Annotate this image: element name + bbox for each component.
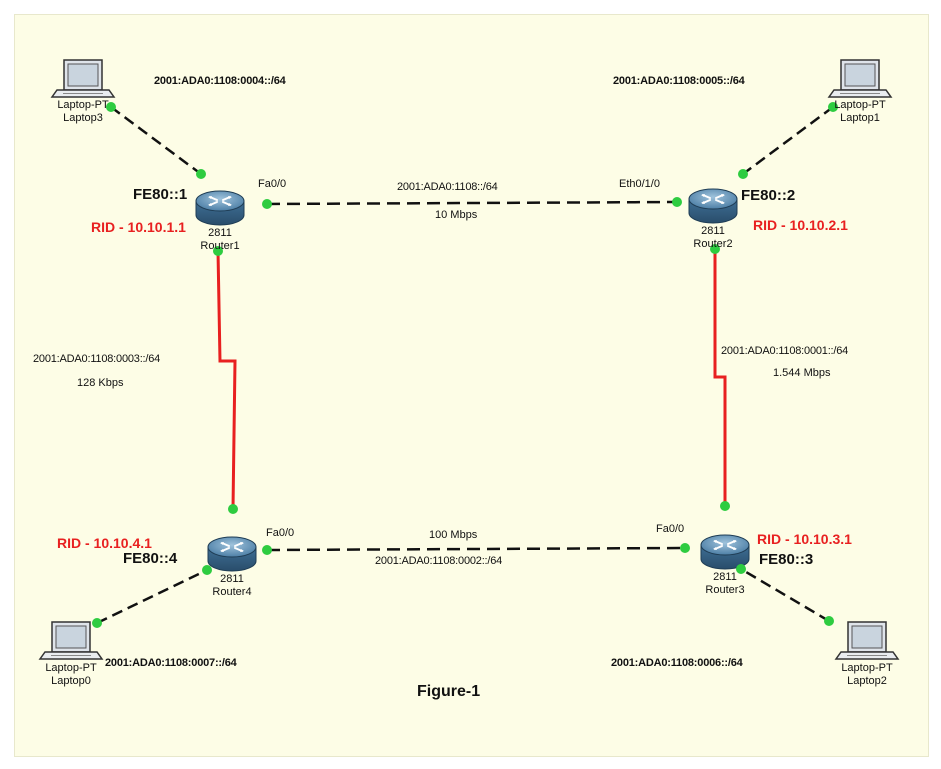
router1-port-fa0-0: Fa0/0 <box>258 178 287 190</box>
router1-label: 2811 Router1 <box>190 227 250 253</box>
laptop1-model: Laptop-PT <box>834 99 886 111</box>
link-light <box>738 169 748 179</box>
link-light <box>213 246 223 256</box>
network-label-laptop0: 2001:ADA0:1108:0007::/64 <box>105 657 237 669</box>
router4-name: Router4 <box>212 586 252 598</box>
laptop3-name: Laptop3 <box>63 112 103 124</box>
link-lights <box>92 102 838 628</box>
router2-rid: RID - 10.10.2.1 <box>753 217 848 233</box>
router3-model: 2811 <box>713 571 737 583</box>
network-label-laptop1: 2001:ADA0:1108:0005::/64 <box>613 75 745 87</box>
link-r4-r3-speed: 100 Mbps <box>429 529 478 541</box>
router1-link-local: FE80::1 <box>133 186 188 203</box>
router4-port-fa0-0: Fa0/0 <box>266 527 295 539</box>
link-light <box>228 504 238 514</box>
router3-label: 2811 Router3 <box>695 571 755 597</box>
network-label-laptop2: 2001:ADA0:1108:0006::/64 <box>611 657 743 669</box>
serial-link-router2-router3 <box>713 249 727 506</box>
router3-icon[interactable] <box>700 534 750 570</box>
network-label-laptop3: 2001:ADA0:1108:0004::/64 <box>154 75 286 87</box>
laptop1-name: Laptop1 <box>840 112 880 124</box>
link-r1-r2-speed: 10 Mbps <box>435 209 478 221</box>
router4-model: 2811 <box>220 573 244 585</box>
router2-model: 2811 <box>701 225 725 237</box>
link-light <box>680 543 690 553</box>
link-light <box>672 197 682 207</box>
router2-name: Router2 <box>693 238 733 250</box>
laptop3-icon[interactable] <box>51 59 115 98</box>
serial-link-router1-router4 <box>216 250 237 510</box>
topology-canvas: 2001:ADA0:1108:0004::/64 2001:ADA0:1108:… <box>14 14 929 757</box>
laptop2-icon[interactable] <box>835 621 899 660</box>
link-light <box>824 616 834 626</box>
laptop2-name: Laptop2 <box>847 675 887 687</box>
laptop1-label: Laptop-PT Laptop1 <box>822 99 898 125</box>
router2-port-eth0-1-0: Eth0/1/0 <box>619 178 660 190</box>
link-light <box>106 102 116 112</box>
link-r2-r3-speed: 1.544 Mbps <box>773 367 831 379</box>
link-r1-r2-network: 2001:ADA0:1108::/64 <box>397 181 498 193</box>
router4-label: 2811 Router4 <box>202 573 262 599</box>
link-router4-router3 <box>266 546 686 552</box>
link-r1-r4-speed: 128 Kbps <box>77 377 124 389</box>
router3-name: Router3 <box>705 584 745 596</box>
link-r4-r3-network: 2001:ADA0:1108:0002::/64 <box>375 555 503 567</box>
link-light <box>196 169 206 179</box>
router2-link-local: FE80::2 <box>741 187 796 204</box>
link-light <box>92 618 102 628</box>
router2-icon[interactable] <box>688 188 738 224</box>
laptop2-label: Laptop-PT Laptop2 <box>829 662 905 688</box>
link-light <box>736 564 746 574</box>
router1-rid: RID - 10.10.1.1 <box>91 219 186 235</box>
link-light <box>710 244 720 254</box>
topology-diagram <box>39 59 899 660</box>
router1-icon[interactable] <box>195 190 245 226</box>
link-r2-r3-network: 2001:ADA0:1108:0001::/64 <box>721 345 849 357</box>
router1-name: Router1 <box>200 240 240 252</box>
link-light <box>720 501 730 511</box>
link-laptop2-router3 <box>740 567 830 623</box>
laptop0-label: Laptop-PT Laptop0 <box>33 662 109 688</box>
router3-port-fa0-0: Fa0/0 <box>656 523 685 535</box>
link-laptop1-router2 <box>742 105 834 176</box>
figure-label: Figure-1 <box>417 683 481 700</box>
laptop0-model: Laptop-PT <box>45 662 97 674</box>
link-light <box>262 545 272 555</box>
laptop0-name: Laptop0 <box>51 675 91 687</box>
link-light <box>202 565 212 575</box>
laptop3-model: Laptop-PT <box>57 99 109 111</box>
link-light <box>828 102 838 112</box>
router4-rid: RID - 10.10.4.1 <box>57 535 152 551</box>
link-router1-router2 <box>266 200 678 206</box>
laptop2-model: Laptop-PT <box>841 662 893 674</box>
router2-label: 2811 Router2 <box>683 225 743 251</box>
router3-rid: RID - 10.10.3.1 <box>757 531 852 547</box>
laptop0-icon[interactable] <box>39 621 103 660</box>
link-r1-r4-network: 2001:ADA0:1108:0003::/64 <box>33 353 161 365</box>
router3-link-local: FE80::3 <box>759 551 814 568</box>
laptop3-label: Laptop-PT Laptop3 <box>45 99 121 125</box>
router4-icon[interactable] <box>207 536 257 572</box>
link-light <box>262 199 272 209</box>
router4-link-local: FE80::4 <box>123 550 178 567</box>
router1-model: 2811 <box>208 227 232 239</box>
laptop1-icon[interactable] <box>828 59 892 98</box>
link-laptop0-router4 <box>96 568 208 625</box>
link-laptop3-router1 <box>110 105 202 176</box>
